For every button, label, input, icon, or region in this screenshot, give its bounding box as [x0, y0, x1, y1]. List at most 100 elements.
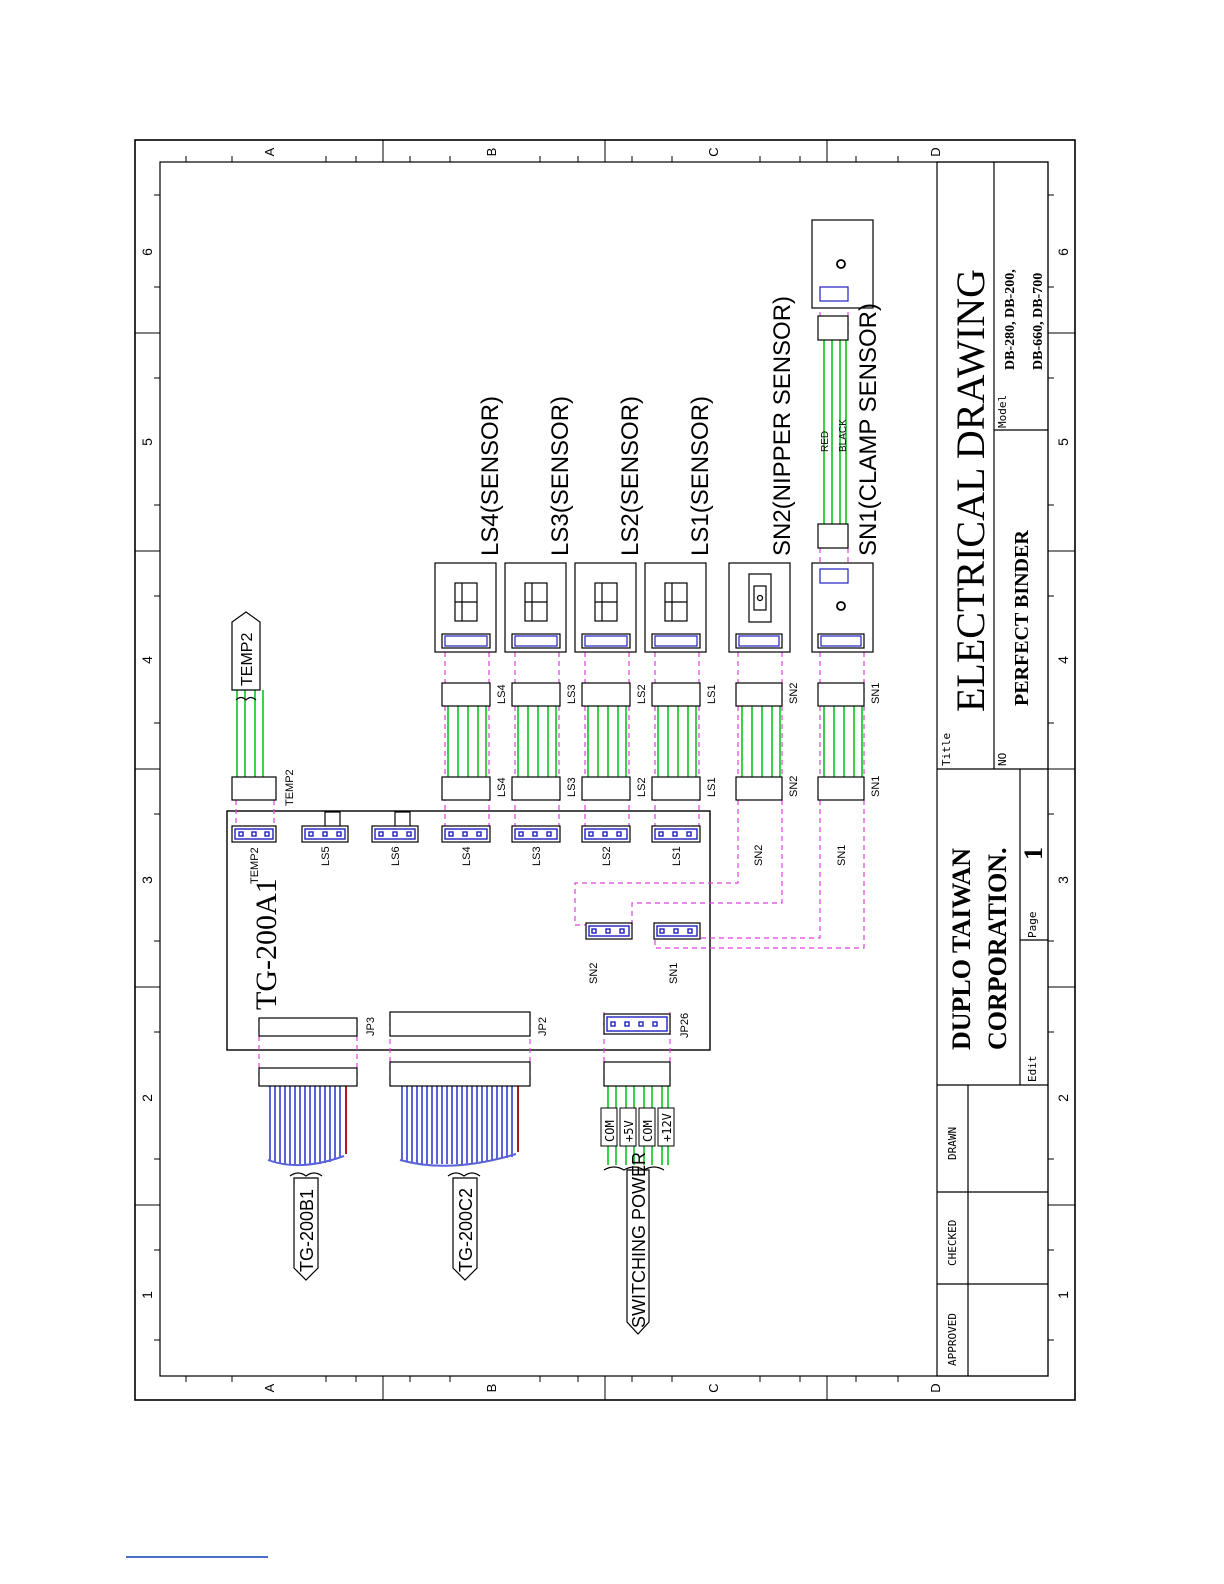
- approved-label: APPROVED: [946, 1313, 959, 1366]
- drawing-frame: [134, 139, 1076, 1401]
- board-label-ls3: LS3: [531, 846, 543, 866]
- wire-label-red: RED: [820, 431, 831, 452]
- board-name: TG-200A1: [250, 878, 283, 1010]
- board-label-temp2: TEMP2: [249, 847, 261, 884]
- edit-label: Edit: [1026, 1056, 1039, 1083]
- power-pin-label-4: +12V: [660, 1113, 674, 1142]
- row-label-a-top: A: [262, 147, 277, 156]
- cable-label-temp2: TEMP2: [239, 633, 256, 686]
- board-label-sn2: SN2: [588, 963, 600, 984]
- board-label-sn2-top: SN2: [753, 845, 765, 866]
- board-label-jp2: JP2: [537, 1017, 549, 1036]
- sensor-sn2: [728, 562, 791, 653]
- sensor-sn1-upper: [811, 219, 874, 309]
- col-label-5-right: 5: [1055, 438, 1071, 446]
- tag-tg-200b1: [293, 1177, 319, 1281]
- harness-label-ls2-upper: LS2: [636, 684, 648, 704]
- board-label-ls5: LS5: [320, 846, 332, 866]
- page-label: Page: [1026, 912, 1039, 939]
- drawing-subtitle: PERFECT BINDER: [1011, 530, 1033, 706]
- board-label-ls2: LS2: [601, 846, 613, 866]
- ribbon-tg-200b1: [267, 1086, 347, 1167]
- ribbon-cables: [267, 1086, 519, 1167]
- connector-pins: [234, 828, 698, 1032]
- tag-tg-200c2: [452, 1177, 478, 1281]
- harness-label-temp2: TEMP2: [284, 769, 296, 806]
- model-line-1: DB-280, DB-200,: [1003, 269, 1018, 370]
- drawing-title: ELECTRICAL DRAWING: [948, 269, 993, 712]
- row-label-d-bottom: D: [928, 1383, 943, 1392]
- tag-switching-power: [626, 1169, 650, 1335]
- board-connectors: [231, 811, 701, 1087]
- sensor-ls1: [644, 562, 707, 653]
- cable-tags: [231, 611, 665, 1335]
- power-pin-label-1: COM: [603, 1120, 617, 1142]
- cable-tag-labels: TEMP2 TG-200B1 TG-200C2 SWITCHING POWER: [239, 633, 649, 1328]
- border-row-labels: A B C D A B C D: [262, 147, 943, 1392]
- harness-label-sn2-lower: SN2: [788, 776, 800, 797]
- col-label-2-right: 2: [1055, 1094, 1071, 1102]
- row-label-b-bottom: B: [484, 1384, 499, 1393]
- cable-label-tg-200c2: TG-200C2: [456, 1188, 476, 1272]
- power-pins: COM +5V COM +12V: [600, 1107, 675, 1147]
- harness-label-ls4-upper: LS4: [496, 684, 508, 704]
- sensors: [434, 219, 874, 653]
- col-label-3-left: 3: [139, 876, 155, 884]
- cable-label-tg-200b1: TG-200B1: [297, 1189, 317, 1272]
- harness-label-sn2-upper: SN2: [788, 683, 800, 704]
- sensor-label-ls1: LS1(SENSOR): [687, 396, 714, 556]
- model-label: Model: [996, 395, 1009, 428]
- sensor-ls2: [574, 562, 637, 653]
- col-label-6-left: 6: [139, 248, 155, 256]
- sensor-ls4: [434, 562, 497, 653]
- sensor-label-ls3: LS3(SENSOR): [547, 396, 574, 556]
- harness-label-ls3-lower: LS3: [566, 777, 578, 797]
- tag-temp2: [231, 611, 261, 691]
- harness-label-ls1-lower: LS1: [706, 777, 718, 797]
- col-label-1-left: 1: [139, 1291, 155, 1299]
- sensor-ls3: [504, 562, 567, 653]
- row-label-c-bottom: C: [706, 1383, 721, 1392]
- sensor-sn1: [811, 562, 874, 653]
- board-tg-200a1: TG-200A1: [226, 810, 711, 1051]
- harness-labels: TEMP2 LS4 LS3 LS2 LS1 SN2 SN1 LS4 LS3 LS…: [284, 683, 882, 806]
- row-label-d-top: D: [928, 147, 943, 156]
- harness-label-ls1-upper: LS1: [706, 684, 718, 704]
- harness-plugs: [231, 315, 865, 801]
- board-label-ls1: LS1: [671, 846, 683, 866]
- wire-label-black: BLACK: [838, 419, 849, 452]
- sensor-label-sn2: SN2(NIPPER SENSOR): [769, 296, 796, 556]
- sensor-label-ls2: LS2(SENSOR): [617, 396, 644, 556]
- model-line-2: DB-660, DB-700: [1031, 273, 1046, 370]
- board-label-ls6: LS6: [390, 846, 402, 866]
- board-connector-labels: TEMP2 LS5 LS6 LS4 LS3 LS2 LS1 SN2 SN1 SN…: [249, 845, 848, 1038]
- row-label-a-bottom: A: [262, 1383, 277, 1392]
- cable-label-switching-power: SWITCHING POWER: [629, 1152, 649, 1328]
- sensor-label-ls4: LS4(SENSOR): [477, 396, 504, 556]
- company-line-1: DUPLO TAIWAN: [947, 848, 976, 1050]
- company-line-2: CORPORATION.: [983, 848, 1012, 1050]
- harness-label-ls4-lower: LS4: [496, 777, 508, 797]
- drawn-label: DRAWN: [946, 1127, 959, 1160]
- harness-label-sn1-lower: SN1: [870, 776, 882, 797]
- board-label-ls4: LS4: [461, 846, 473, 866]
- power-pin-label-2: +5V: [622, 1120, 636, 1142]
- sensor-labels: LS4(SENSOR) LS3(SENSOR) LS2(SENSOR) LS1(…: [477, 296, 882, 556]
- title-block: [936, 161, 1049, 1377]
- title-label: Title: [940, 733, 953, 766]
- col-label-6-right: 6: [1055, 248, 1071, 256]
- board-label-jp26: JP26: [679, 1013, 691, 1038]
- board-label-sn1-top: SN1: [836, 845, 848, 866]
- board-label-jp3: JP3: [365, 1017, 377, 1036]
- page-number: 1: [1019, 847, 1048, 860]
- col-label-5-left: 5: [139, 438, 155, 446]
- border-col-labels: 1 2 3 4 5 6 1 2 3 4 5 6: [139, 248, 1071, 1299]
- power-pin-label-3: COM: [641, 1120, 655, 1142]
- harness-label-sn1-upper: SN1: [870, 683, 882, 704]
- checked-label: CHECKED: [946, 1220, 959, 1266]
- col-label-3-right: 3: [1055, 876, 1071, 884]
- no-label: NO: [996, 753, 1009, 766]
- col-label-2-left: 2: [139, 1094, 155, 1102]
- col-label-1-right: 1: [1055, 1291, 1071, 1299]
